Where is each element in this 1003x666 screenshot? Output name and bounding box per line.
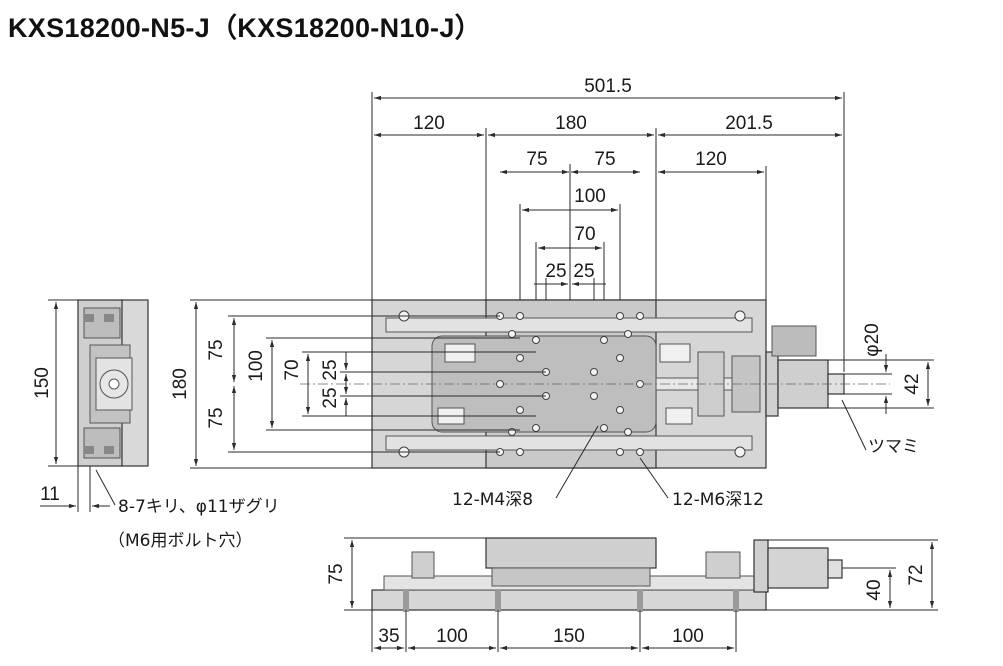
side-view-knob [827, 559, 843, 579]
side-view-motor-body [767, 547, 829, 589]
mounting-hole [496, 380, 504, 388]
mounting-hole [624, 428, 632, 436]
mounting-hole [624, 330, 632, 338]
sensor-block-left [444, 343, 476, 363]
mounting-hole [734, 446, 746, 458]
mounting-hole [600, 336, 608, 344]
mounting-hole [508, 330, 516, 338]
mounting-hole [532, 336, 540, 344]
side-view-motor-flange [753, 539, 769, 593]
side-dim-100-left: 100 [436, 626, 468, 647]
side-bolt [403, 590, 409, 612]
end-view-bolt-3 [104, 314, 114, 322]
dim-75-left: 75 [526, 149, 547, 170]
dim-75-bottom: 75 [206, 407, 227, 428]
side-dim-72: 72 [906, 564, 927, 585]
m4-tapped-hole-label: 12-M4深8 [452, 490, 533, 510]
side-dim-100-right: 100 [672, 626, 704, 647]
dim-25-bottom: 25 [320, 387, 341, 408]
end-view-rail-top [83, 307, 121, 339]
mounting-hole [616, 354, 624, 362]
motor-connector [771, 325, 817, 357]
side-view-left-block [411, 551, 435, 579]
end-view-offset-11: 11 [40, 484, 60, 505]
sensor-block-right-2 [665, 407, 693, 425]
bolt-hole-note: 8-7キリ、φ11ザグリ [118, 497, 280, 517]
side-view [371, 537, 843, 611]
dim-180-middle: 180 [555, 113, 587, 134]
side-dim-35: 35 [378, 626, 399, 647]
dim-180-height: 180 [170, 368, 191, 400]
side-view-base [371, 589, 767, 611]
dim-75-top: 75 [206, 339, 227, 360]
dim-120-left: 120 [413, 113, 445, 134]
mounting-hole [616, 312, 624, 320]
side-dim-150: 150 [553, 626, 585, 647]
mounting-hole [532, 424, 540, 432]
side-dim-40: 40 [864, 579, 885, 600]
dim-70-pitch: 70 [574, 224, 595, 245]
sensor-block-right [659, 343, 691, 363]
end-view-height-150: 150 [32, 367, 53, 399]
side-view-table [485, 537, 657, 569]
rail-bottom [385, 435, 753, 451]
rail-top [385, 317, 753, 333]
mounting-hole [734, 310, 746, 322]
dim-25-right: 25 [573, 261, 594, 282]
dim-42: 42 [902, 373, 923, 394]
end-view-shaft-inner [108, 378, 120, 390]
bolt-hole-note-sub: （M6用ボルト穴） [108, 531, 252, 551]
mounting-hole [616, 448, 624, 456]
side-view-right-block [705, 551, 741, 579]
mounting-hole [516, 406, 524, 414]
side-bolt [733, 590, 739, 612]
mounting-hole [636, 448, 644, 456]
dim-201-5-right: 201.5 [725, 113, 773, 134]
dim-501-5: 501.5 [584, 76, 632, 97]
side-view-bolts [403, 590, 739, 612]
mounting-hole [636, 380, 644, 388]
dim-75-right: 75 [594, 149, 615, 170]
dim-120-right: 120 [695, 149, 727, 170]
end-view-bolt-2 [84, 446, 94, 454]
dim-25-left: 25 [545, 261, 566, 282]
knob-label: ツマミ [868, 437, 919, 457]
mounting-hole [600, 424, 608, 432]
mounting-hole [516, 448, 524, 456]
top-view [300, 299, 890, 469]
m6-tapped-hole-label: 12-M6深12 [672, 490, 764, 510]
end-view-bolt-4 [104, 446, 114, 454]
dim-25-top: 25 [320, 359, 341, 380]
mounting-hole [590, 392, 598, 400]
motor-body [777, 359, 829, 409]
side-bolt [637, 590, 643, 612]
mounting-hole [590, 368, 598, 376]
dim-70-height: 70 [282, 359, 303, 380]
dim-100-height: 100 [246, 350, 267, 382]
side-dim-75: 75 [326, 563, 347, 584]
end-view-bolt-1 [84, 314, 94, 322]
end-view [77, 299, 149, 467]
mounting-hole [516, 354, 524, 362]
side-view-carriage [491, 567, 651, 587]
page-title: KXS18200-N5-J（KXS18200-N10-J） [8, 13, 482, 43]
mounting-holes [398, 310, 746, 458]
dim-100-pitch: 100 [574, 186, 606, 207]
mounting-hole [516, 312, 524, 320]
mounting-hole [616, 406, 624, 414]
dim-phi20: φ20 [862, 323, 883, 356]
side-bolt [495, 590, 501, 612]
mounting-hole [636, 312, 644, 320]
